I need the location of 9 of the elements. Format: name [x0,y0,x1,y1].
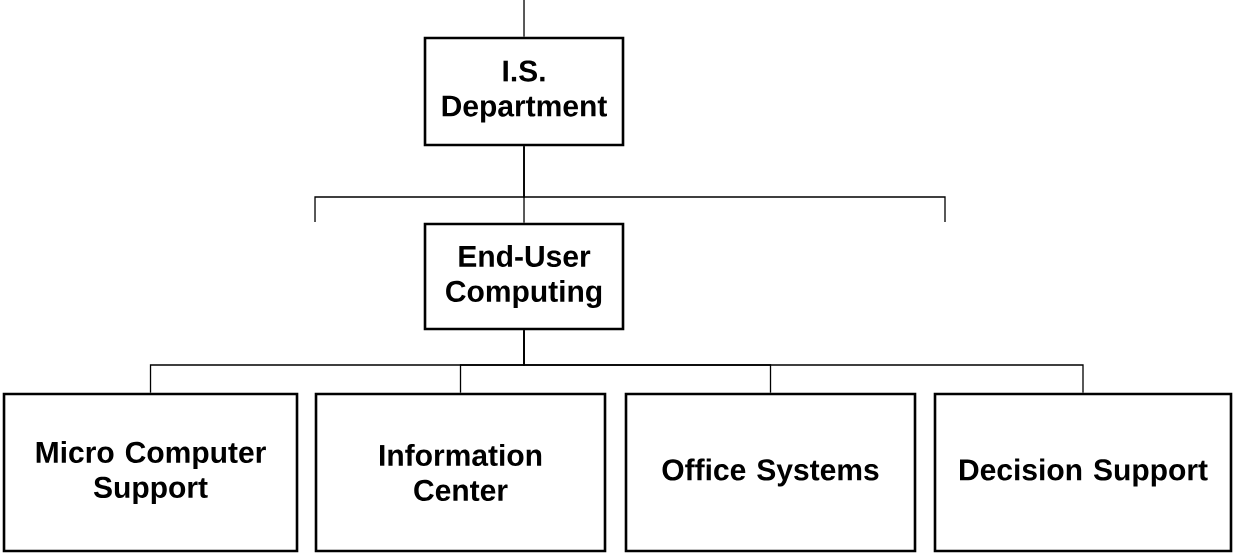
connector-line [523,0,525,38]
org-box: Information Center [314,392,607,553]
org-box: Micro Computer Support [2,392,299,553]
org-box: Decision Support [933,392,1233,553]
org-box: Office Systems [624,392,917,553]
org-box: End-User Computing [423,222,625,331]
connector-line [523,145,946,223]
org-box: I.S. Department [423,36,625,147]
connector-line [523,329,1084,394]
